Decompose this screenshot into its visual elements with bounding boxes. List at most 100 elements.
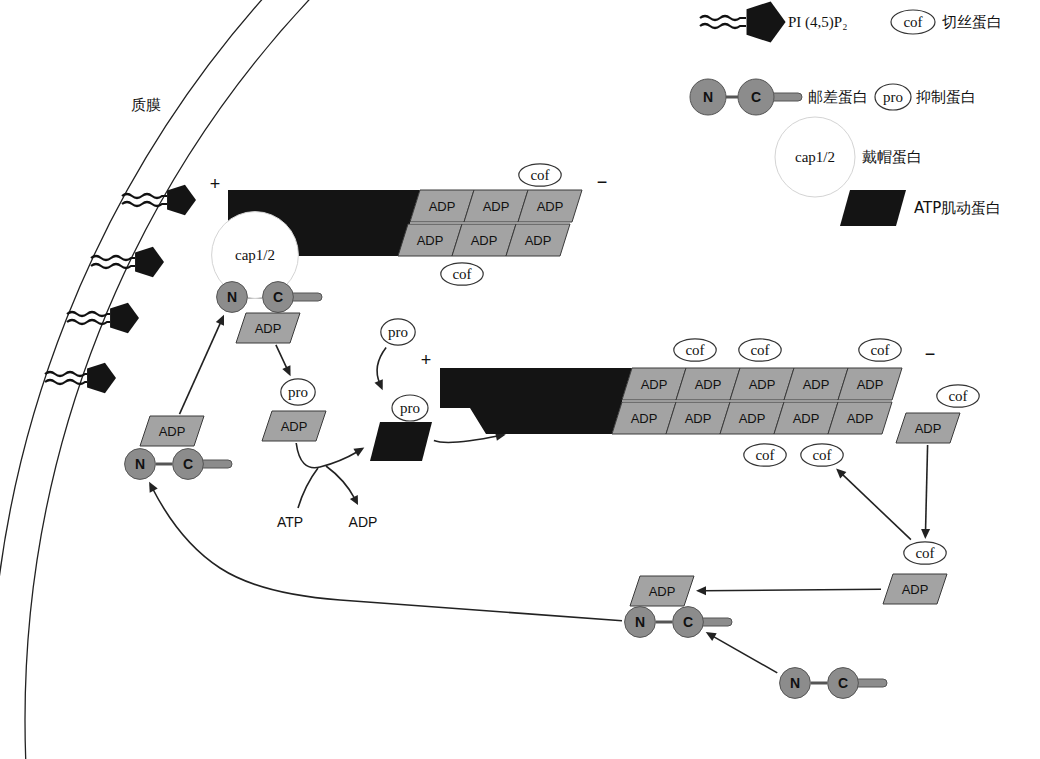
arrow-line	[703, 589, 881, 590]
protein-domain: N	[124, 448, 156, 480]
node-label: cof	[755, 448, 774, 463]
node-label: C	[273, 290, 283, 304]
subunit-shape	[398, 224, 462, 256]
adp-actin-subunit: ADP	[838, 368, 902, 400]
adp-actin-subunit: ADP	[630, 576, 694, 606]
node-label: ADP	[631, 412, 658, 425]
adp-actin-subunit: ADP	[612, 402, 676, 434]
node-label: pro	[288, 385, 308, 400]
node-label: ADP	[915, 422, 942, 435]
adp-out-arrow	[326, 466, 355, 499]
membrane-line	[25, 0, 1040, 759]
lipid-tail	[122, 202, 167, 206]
lipid-tail	[67, 320, 110, 324]
domain-link	[726, 96, 738, 99]
arrow-head	[696, 586, 706, 595]
subunit-shape	[262, 411, 326, 441]
atp-actin-block	[440, 368, 632, 434]
node-label: ADP	[471, 234, 498, 247]
arrow-line	[841, 473, 911, 539]
flow-arrow	[706, 632, 778, 673]
ellipse-shape	[739, 339, 781, 361]
subunit-shape	[464, 190, 528, 222]
domain-shape	[625, 607, 656, 638]
legend-label: 抑制蛋白	[916, 90, 976, 105]
lipid-tail	[45, 380, 87, 384]
pip2-head	[110, 303, 139, 333]
node-label: cap1/2	[235, 248, 275, 263]
ellipse-shape	[744, 444, 786, 466]
ellipse-shape	[441, 263, 483, 285]
pip2-head	[135, 247, 164, 277]
node-label: ADP	[749, 378, 776, 391]
node-label: N	[227, 290, 237, 304]
filament-end-label: −	[597, 173, 608, 191]
ellipse-shape	[801, 444, 843, 466]
ellipse-shape	[381, 319, 415, 345]
arrow-head	[375, 379, 383, 390]
node-label: cof	[870, 343, 889, 358]
adp-actin-subunit: ADP	[622, 368, 686, 400]
node-label: ADP	[429, 200, 456, 213]
subunit-shape	[506, 224, 570, 256]
subunit-shape	[236, 313, 300, 343]
atp-actin-block	[370, 422, 432, 461]
ellipse-shape	[674, 339, 716, 361]
adp-actin-subunit: ADP	[506, 224, 570, 256]
arrow-head	[350, 495, 358, 505]
node-label: N	[790, 676, 800, 690]
node-label: ADP	[803, 378, 830, 391]
domain-link	[156, 463, 172, 466]
node-label: ADP	[641, 378, 668, 391]
adp-actin-subunit: ADP	[262, 411, 326, 441]
legend-sample-label: cof	[903, 15, 922, 30]
filament-end-label: +	[210, 175, 221, 193]
adp-actin-subunit: ADP	[883, 574, 947, 604]
subunit-shape	[452, 224, 516, 256]
filament-end-label: −	[925, 345, 936, 363]
node-label: ADP	[649, 585, 676, 598]
node-label: ADP	[902, 583, 929, 596]
node-label: ADP	[847, 412, 874, 425]
subunit-shape	[622, 368, 686, 400]
flow-arrow	[180, 315, 225, 414]
adp-actin-subunit: ADP	[140, 416, 204, 446]
adp-actin-subunit: ADP	[410, 190, 474, 222]
protein-ellipse: cof	[673, 338, 717, 362]
legend-profilin	[875, 84, 911, 110]
arrow-head	[216, 315, 224, 326]
adp-actin-subunit: ADP	[896, 413, 960, 443]
node-label: ADP	[483, 200, 510, 213]
domain-shape	[673, 607, 704, 638]
node-label: ADP	[281, 420, 308, 433]
legend-sample-label: cap1/2	[795, 150, 835, 165]
node-label: ADP	[793, 412, 820, 425]
arrow-line	[434, 436, 499, 443]
domain-shape	[125, 449, 156, 480]
lipid-tail	[700, 24, 746, 28]
protein-ellipse: cof	[738, 338, 782, 362]
pip2-head	[747, 1, 786, 42]
protein-ellipse: cof	[800, 443, 844, 467]
arrow-head	[353, 448, 364, 457]
adp-actin-subunit: ADP	[774, 402, 838, 434]
lipid-tail	[122, 194, 167, 198]
subunit-shape	[896, 413, 960, 443]
node-label: ADP	[417, 234, 444, 247]
legend-sample-label: N	[703, 90, 713, 104]
flow-arrow	[375, 348, 387, 391]
node-label: cof	[812, 448, 831, 463]
legend-label: ATP肌动蛋白	[914, 201, 1001, 216]
ellipse-shape	[937, 385, 979, 407]
subunit-shape	[630, 576, 694, 606]
arrow-line	[377, 348, 386, 384]
domain-shape	[828, 668, 859, 699]
flow-arrow	[149, 482, 622, 621]
node-label: cof	[948, 389, 967, 404]
subunit-shape	[784, 368, 848, 400]
legend-capping	[775, 117, 855, 197]
node-outline	[366, 392, 432, 462]
node-label: ADP	[685, 412, 712, 425]
arrow-head	[282, 365, 290, 376]
subunit-shape	[518, 190, 582, 222]
